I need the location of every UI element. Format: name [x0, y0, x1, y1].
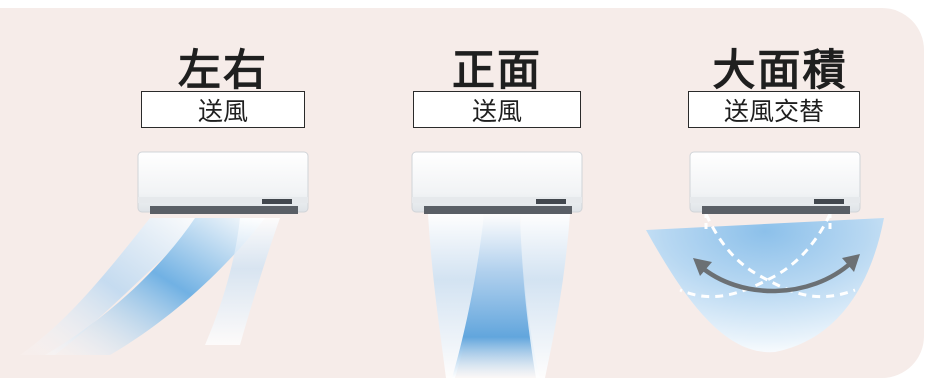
- air-conditioner-icon: [689, 151, 861, 214]
- air-conditioner-icon: [411, 151, 583, 214]
- airflow-left-right: [20, 218, 280, 355]
- airflow-front: [428, 214, 570, 378]
- mode-label-wide: 送風交替: [688, 91, 860, 128]
- mode-title-left-right: 左右: [178, 46, 268, 96]
- mode-title-wide: 大面積: [712, 46, 848, 96]
- airflow-wide: [646, 212, 884, 353]
- swing-arrow-icon: [697, 259, 855, 294]
- mode-label-front: 送風: [413, 91, 581, 128]
- air-conditioner-icon: [137, 151, 309, 214]
- mode-title-front: 正面: [452, 46, 542, 96]
- mode-label-left-right: 送風: [141, 91, 305, 128]
